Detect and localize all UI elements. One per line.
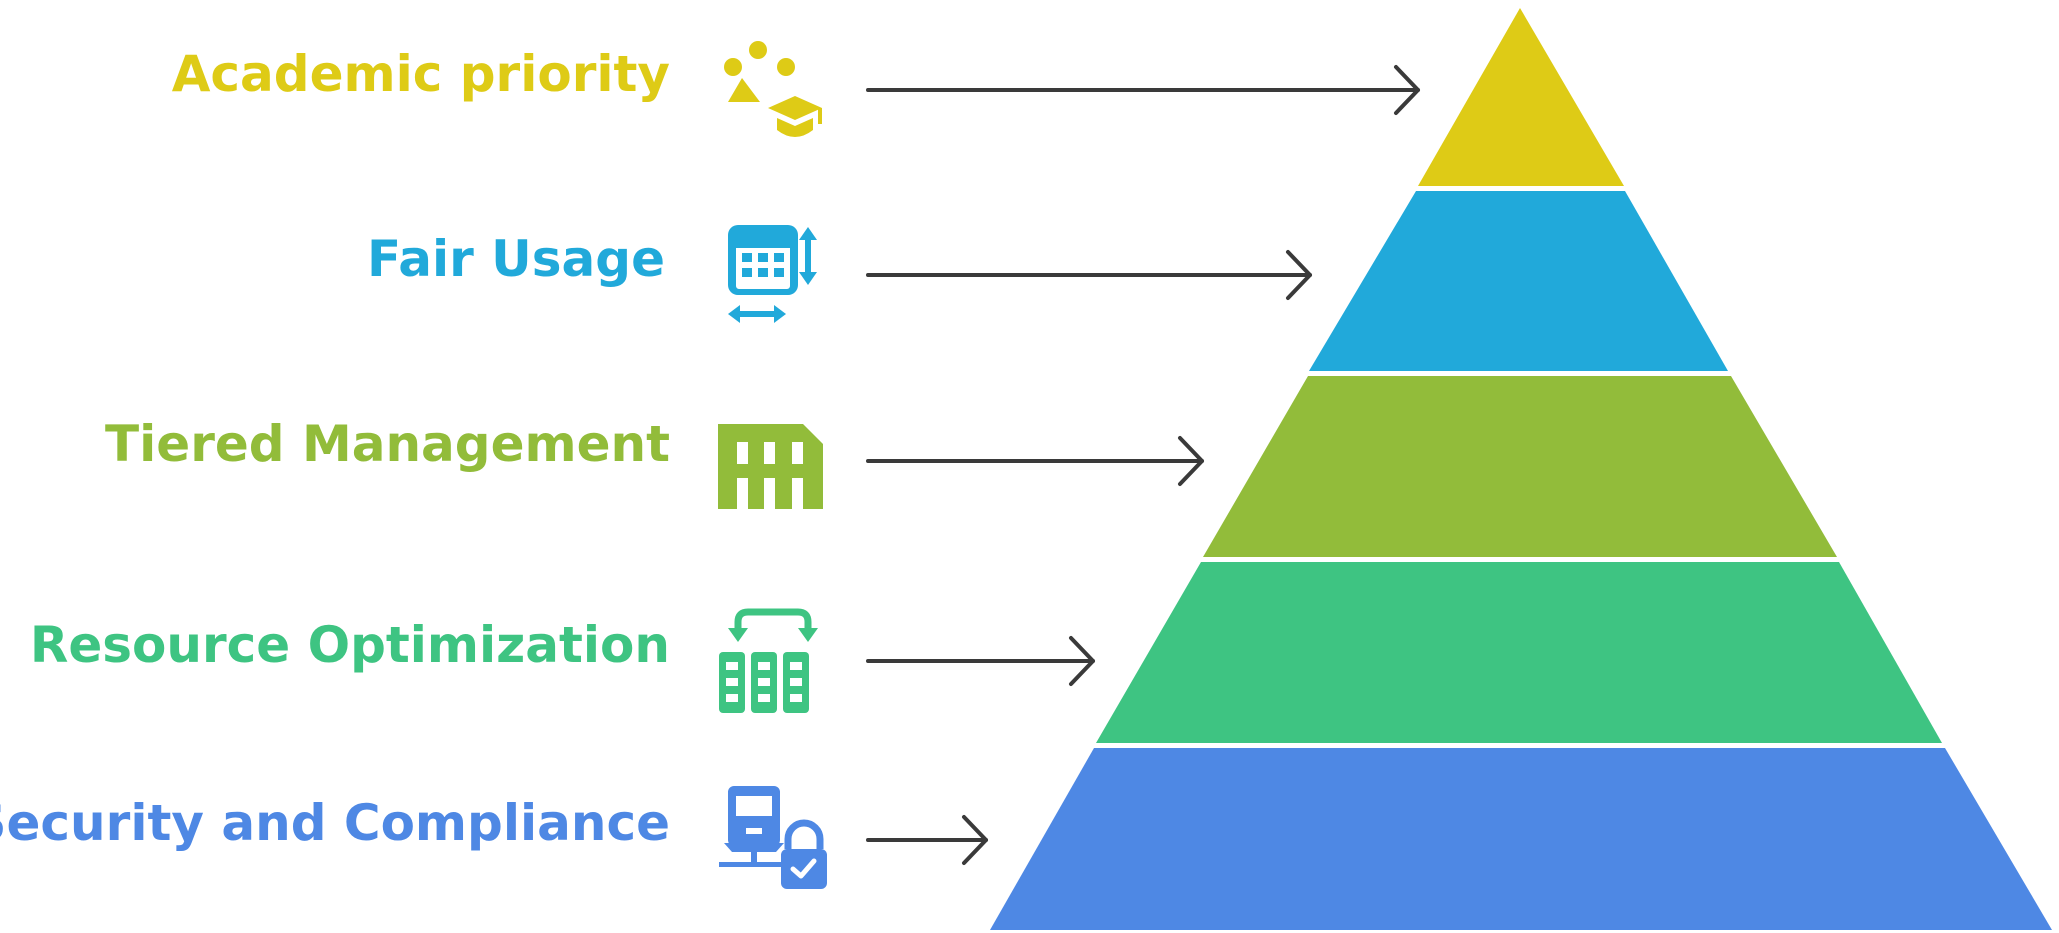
arrow-academic-priority — [866, 65, 1420, 115]
pyramid-layer-tiered-management — [1203, 376, 1837, 557]
arrow-fair-usage — [866, 250, 1312, 300]
level-label-security-compliance: Security and Compliance — [0, 794, 670, 852]
pyramid-layer-resource-optimization — [1096, 562, 1942, 743]
level-label-tiered-management: Tiered Management — [105, 415, 670, 473]
pyramid-layer-security-compliance — [990, 748, 2052, 930]
pyramid-layer-academic-priority — [1418, 8, 1624, 186]
level-label-fair-usage: Fair Usage — [367, 230, 665, 288]
calendar-resize-icon — [728, 225, 817, 323]
buildings-exchange-icon — [719, 608, 818, 713]
graduation-team-icon — [724, 41, 822, 137]
level-label-resource-optimization: Resource Optimization — [30, 616, 670, 674]
arrow-resource-optimization — [866, 636, 1095, 686]
arrow-security-compliance — [866, 815, 988, 865]
computer-lock-icon — [719, 786, 827, 889]
arrow-tiered-management — [866, 436, 1204, 486]
pyramid-layer-fair-usage — [1309, 191, 1728, 371]
level-label-academic-priority: Academic priority — [172, 45, 670, 103]
tiered-bars-icon — [718, 424, 823, 509]
